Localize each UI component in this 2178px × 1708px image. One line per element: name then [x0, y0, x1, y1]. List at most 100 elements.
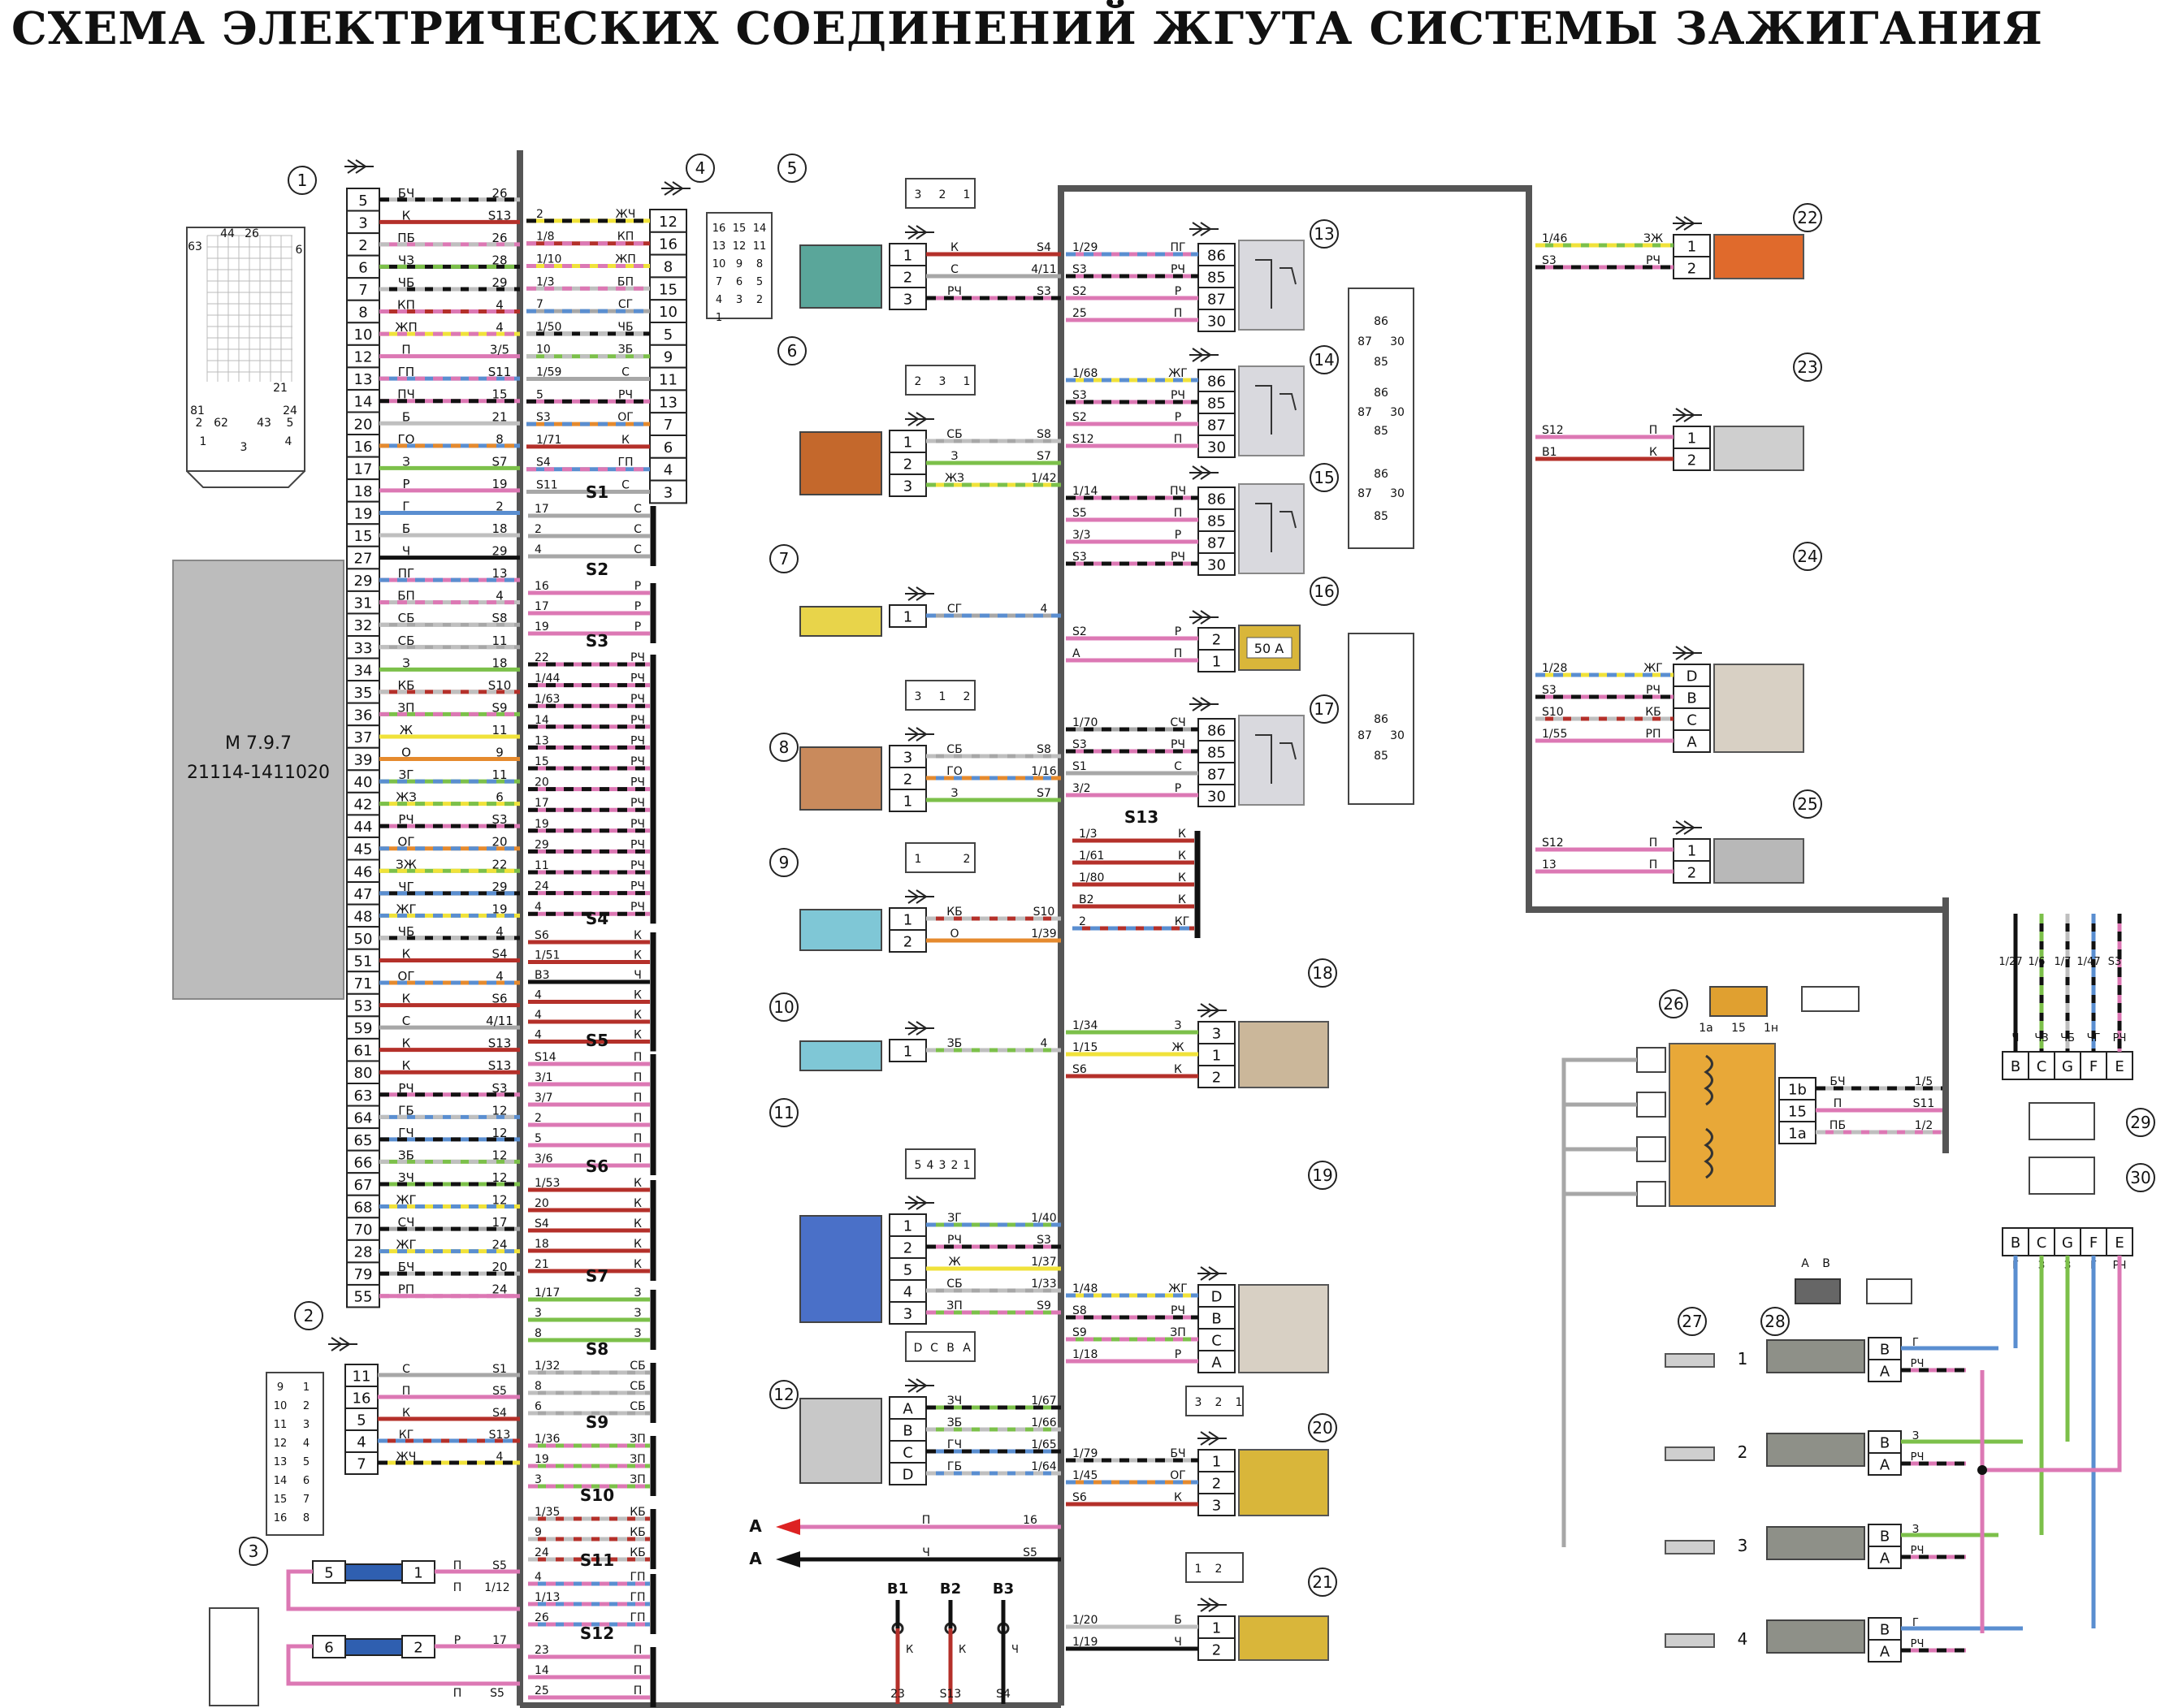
relay-symbol: [1255, 503, 1297, 552]
wire-code: К: [1178, 828, 1186, 841]
component-number: 2: [304, 1306, 314, 1325]
wire-source: 8: [535, 1327, 542, 1340]
wire-code: Ч: [2012, 1032, 2020, 1044]
device-face-pin: 2: [1215, 1563, 1223, 1576]
wire-code: П: [1649, 424, 1658, 437]
wire-source: S12: [1542, 424, 1564, 437]
plug-label: 26: [245, 227, 259, 240]
wire-code: Р: [634, 600, 641, 613]
pin-number: D: [1687, 668, 1698, 685]
pin-number: 65: [354, 1132, 373, 1149]
coil-tower: [1636, 1136, 1666, 1162]
device-face-pin: 3: [1195, 1396, 1202, 1409]
wire-code: РЧ: [1171, 551, 1185, 564]
component-number-circle: [1659, 989, 1688, 1018]
wire-source: 2: [535, 1112, 542, 1125]
component-number-circle: [769, 992, 799, 1022]
pin-box: [889, 1462, 927, 1485]
pin-box: [889, 604, 927, 628]
sensor-face-pin: A: [963, 1342, 971, 1355]
splice-node: [1977, 1465, 1987, 1475]
wire-source: 17: [535, 503, 549, 516]
pin-number: 1: [903, 793, 912, 811]
block4-face-pin: 8: [756, 258, 763, 270]
device-body: [1713, 426, 1804, 471]
component-number: 4: [695, 158, 706, 178]
block4-face-pin: 7: [716, 276, 722, 288]
pin-number: 1: [1687, 239, 1696, 256]
wire-code: С: [1174, 760, 1182, 773]
component-number-circle: [1793, 203, 1822, 232]
wire-source: 1/14: [1072, 485, 1098, 498]
wire-destination: S4: [491, 946, 507, 961]
wire-source: S10: [1542, 706, 1564, 719]
pin-box: [1197, 265, 1236, 288]
pin-box: [346, 1105, 380, 1130]
pin-number: 3: [664, 485, 673, 502]
wire-code: ЧБ: [398, 924, 415, 939]
wire-code: ЖГ: [396, 1238, 416, 1252]
wire-destination: 15: [491, 387, 507, 402]
wire-code: БЧ: [398, 1260, 415, 1274]
wire-source: 2: [535, 523, 542, 536]
wire-code: ЗЧ: [398, 1170, 414, 1185]
spark-plug: [1665, 1633, 1715, 1648]
wire-code: ЧБ: [2060, 1032, 2075, 1044]
pin-box: [346, 1283, 380, 1308]
wire-source: 1/68: [1072, 367, 1098, 380]
wire-destination: 24: [491, 1282, 507, 1297]
wire-code: К: [402, 992, 411, 1006]
ht-lead: [1561, 1102, 1637, 1360]
component-number-circle: [1678, 1307, 1707, 1336]
connector2-face-pin: 16: [274, 1512, 288, 1524]
wire-source: 1/13: [535, 1591, 560, 1604]
wire-destination: 1/66: [1031, 1416, 1057, 1429]
plug-arrow: [905, 1021, 934, 1036]
pin-box: [1197, 1043, 1236, 1066]
fuse3-loop: [286, 1644, 520, 1686]
pin-number: A: [1880, 1644, 1890, 1661]
pin-box: [1197, 1350, 1236, 1373]
wire-code: ЧБ: [617, 321, 633, 334]
sensor-face-pin: 1: [963, 188, 971, 201]
wire-code: РЧ: [630, 651, 645, 664]
pin-box: [346, 568, 380, 592]
connector2-face-pin: 14: [274, 1475, 288, 1487]
wire-code: ЗП: [630, 1453, 646, 1466]
plug-arrow: [1197, 1266, 1227, 1281]
device-face: [1185, 1552, 1244, 1583]
wire-code: СБ: [630, 1400, 645, 1413]
splice-label: S5: [586, 1031, 608, 1050]
pin-number: 85: [1207, 270, 1226, 287]
wire-source: 1/18: [1072, 1348, 1098, 1361]
pin-number: 30: [1207, 439, 1226, 456]
wire-destination: 1/42: [1031, 472, 1056, 485]
wire-source: 3: [535, 1307, 542, 1320]
component-number: 30: [2130, 1168, 2150, 1187]
block4-face-pin: 10: [712, 258, 726, 270]
pin-box: [346, 926, 380, 950]
plug-label: 21: [273, 382, 288, 395]
wire-source: 4: [535, 901, 542, 914]
pin-number: A: [1687, 734, 1697, 751]
wire-destination: S6: [491, 992, 507, 1006]
wire-code: П: [453, 1687, 462, 1700]
wire-destination: 29: [491, 544, 507, 559]
pin-box: [1197, 627, 1236, 651]
pin-number: 37: [354, 729, 373, 746]
pin-box: [649, 231, 687, 256]
pin-number: 1: [903, 609, 912, 626]
connector2-face-pin: 12: [274, 1438, 288, 1450]
plug-label: 2: [196, 417, 203, 430]
relay-symbol: [1255, 259, 1297, 309]
wire-source: S4: [535, 1217, 549, 1230]
socket-pin: 85: [1374, 356, 1388, 369]
wire-source: 4: [535, 1571, 542, 1584]
ht-lead: [1561, 1057, 1637, 1267]
pin-number: 1b: [1788, 1082, 1807, 1099]
wire-source: 1/29: [1072, 241, 1098, 254]
component-number: 7: [779, 549, 790, 569]
component-number-circle: [239, 1537, 268, 1566]
component-number: 13: [1314, 224, 1334, 244]
